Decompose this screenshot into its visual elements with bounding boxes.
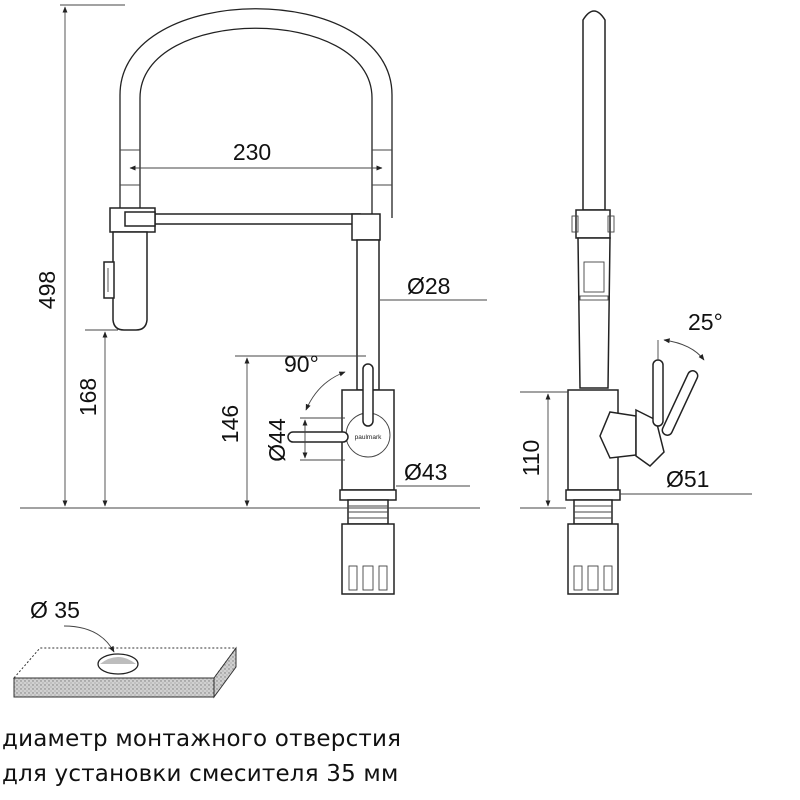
- front-hose-arc-inner: [139, 27, 373, 218]
- front-hose-arc: [119, 8, 393, 218]
- countertop-front: [13, 677, 215, 698]
- dim-body-dia: Ø43: [404, 459, 447, 485]
- front-view: paulmark 230 498 168 146: [20, 4, 487, 595]
- dim-hose-dia: Ø28: [407, 273, 450, 299]
- caption-line-1: диаметр монтажного отверстия: [2, 726, 402, 752]
- dim-height-168: 168: [75, 378, 101, 416]
- side-view: 25° 110 Ø51: [518, 10, 752, 595]
- countertop-side: [213, 646, 237, 699]
- front-holder-bar: [149, 213, 361, 225]
- front-spray-head: [112, 231, 148, 331]
- dim-side-base-dia: Ø51: [666, 466, 709, 492]
- dim-side-height-110: 110: [518, 440, 544, 477]
- dim-height-146: 146: [217, 405, 243, 443]
- dim-lever-dia: Ø44: [264, 418, 290, 462]
- dim-height-498: 498: [34, 271, 60, 309]
- mounting-plate: Ø 35: [12, 597, 237, 699]
- front-brand-logo: paulmark: [355, 434, 382, 441]
- caption-line-2: для установки смесителя 35 мм: [2, 761, 399, 787]
- dim-lever-angle-90: 90°: [284, 351, 319, 377]
- dim-reach-230: 230: [233, 139, 271, 165]
- dim-side-lever-angle: 25°: [688, 309, 723, 335]
- dim-hole-dia: Ø 35: [30, 597, 80, 623]
